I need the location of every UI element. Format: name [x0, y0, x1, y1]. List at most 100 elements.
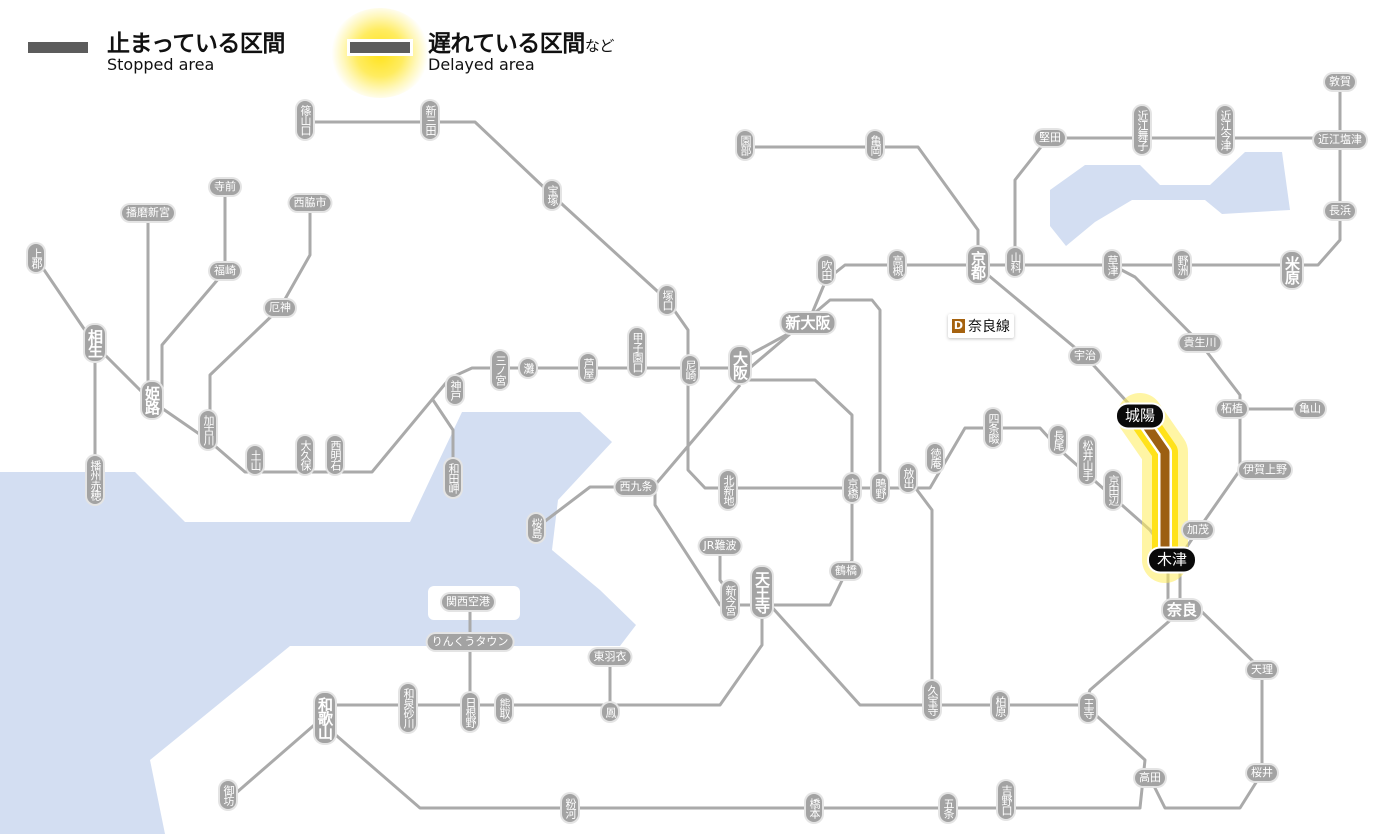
station-15[interactable]: 姫路: [142, 382, 162, 418]
station-34[interactable]: 近江今津: [1217, 106, 1233, 154]
station-82[interactable]: 五条: [940, 794, 956, 822]
nara-line-delayed[interactable]: [1136, 413, 1170, 560]
station-70[interactable]: 天王寺: [752, 567, 772, 617]
wakayama-line[interactable]: [329, 706, 1147, 810]
station-13[interactable]: 土山: [247, 446, 263, 474]
station-19[interactable]: 播磨新宮: [122, 205, 174, 221]
station-39[interactable]: 草津: [1104, 251, 1120, 279]
delayed-section[interactable]: [1117, 393, 1188, 583]
station-80[interactable]: 粉河: [562, 794, 578, 822]
station-26[interactable]: 吹田: [818, 256, 834, 284]
station-83[interactable]: 吉野口: [998, 781, 1014, 819]
station-9[interactable]: 神戸: [447, 376, 463, 404]
station-2[interactable]: 宝塚: [544, 181, 560, 209]
station-64[interactable]: 北新地: [720, 471, 736, 509]
station-66[interactable]: 桜島: [528, 514, 544, 542]
station-56[interactable]: 四条畷: [985, 409, 1001, 447]
station-1[interactable]: 新三田: [422, 101, 438, 139]
sakurai-line[interactable]: [1148, 608, 1264, 810]
station-28[interactable]: 京都: [968, 247, 988, 283]
nara-line-north[interactable]: [987, 273, 1142, 418]
station-37[interactable]: 長浜: [1325, 203, 1355, 219]
station-20[interactable]: 寺前: [210, 179, 240, 195]
bantan-line[interactable]: [160, 187, 227, 400]
station-35[interactable]: 近江塩津: [1314, 132, 1366, 148]
station-59[interactable]: 京田辺: [1105, 471, 1121, 509]
kinokuni-line[interactable]: [227, 718, 321, 802]
station-42[interactable]: 柘植: [1217, 401, 1247, 417]
station-16[interactable]: 相生: [85, 325, 105, 361]
station-43[interactable]: 亀山: [1295, 401, 1325, 417]
station-12[interactable]: 大久保: [297, 436, 313, 474]
kosei-line[interactable]: [1013, 136, 1340, 265]
station-4[interactable]: 尼崎: [682, 356, 698, 384]
station-36[interactable]: 敦賀: [1325, 74, 1355, 90]
station-14[interactable]: 加古川: [200, 411, 216, 449]
station-8[interactable]: 三ノ宮: [492, 351, 508, 389]
station-71[interactable]: 関西空港: [442, 594, 494, 610]
station-3[interactable]: 塚口: [659, 286, 675, 314]
station-65[interactable]: 西九条: [615, 479, 657, 495]
station-23[interactable]: 厄神: [265, 300, 295, 316]
sanyo-kobe-line[interactable]: [34, 257, 740, 474]
station-51[interactable]: 桜井: [1247, 765, 1277, 781]
station-53[interactable]: 王寺: [1080, 694, 1096, 722]
station-77[interactable]: 和泉砂川: [400, 684, 416, 732]
station-29[interactable]: 山科: [1007, 248, 1023, 276]
station-49[interactable]: 奈良: [1162, 600, 1202, 620]
sagano-line[interactable]: [745, 145, 980, 265]
station-60[interactable]: 徳庵: [927, 444, 943, 472]
station-76[interactable]: 日根野: [462, 693, 478, 731]
station-63[interactable]: 京橋: [844, 474, 860, 502]
station-72[interactable]: りんくうタウン: [427, 634, 513, 650]
yamatoji-line[interactable]: [768, 603, 1183, 707]
station-44[interactable]: 伊賀上野: [1239, 462, 1291, 478]
station-10[interactable]: 和田岬: [445, 459, 461, 497]
station-46[interactable]: 宇治: [1070, 348, 1100, 364]
station-40[interactable]: 野洲: [1174, 251, 1190, 279]
station-79[interactable]: 御坊: [220, 781, 236, 809]
station-73[interactable]: 東羽衣: [589, 649, 631, 665]
station-25[interactable]: 新大阪: [781, 313, 835, 333]
station-24[interactable]: 大阪: [730, 347, 750, 383]
station-58[interactable]: 松井山手: [1079, 436, 1095, 484]
station-61[interactable]: 放出: [900, 464, 916, 492]
fukuchiyama-line[interactable]: [305, 120, 690, 368]
nara-line-label[interactable]: D 奈良線: [948, 314, 1014, 338]
station-32[interactable]: 堅田: [1035, 130, 1065, 146]
station-41[interactable]: 貴生川: [1179, 335, 1221, 351]
station-67[interactable]: 鶴橋: [831, 563, 861, 579]
station-22[interactable]: 西脇市: [289, 195, 331, 211]
station-69[interactable]: 新今宮: [722, 581, 738, 619]
station-62[interactable]: 鴫野: [872, 474, 888, 502]
station-delayed-47[interactable]: 城陽: [1116, 404, 1164, 428]
station-54[interactable]: 柏原: [992, 692, 1008, 720]
station-17[interactable]: 上郡: [28, 244, 44, 272]
station-7[interactable]: 灘: [520, 359, 536, 377]
tozai-line[interactable]: [686, 368, 930, 490]
station-81[interactable]: 橋本: [806, 794, 822, 822]
station-11[interactable]: 西明石: [327, 436, 343, 474]
station-27[interactable]: 高槻: [889, 251, 905, 279]
station-30[interactable]: 園部: [737, 131, 753, 159]
station-45[interactable]: 加茂: [1183, 522, 1213, 538]
station-68[interactable]: JR難波: [699, 538, 741, 554]
station-0[interactable]: 篠山口: [297, 101, 313, 139]
station-delayed-48[interactable]: 木津: [1148, 548, 1196, 572]
station-52[interactable]: 高田: [1135, 770, 1165, 786]
station-74[interactable]: 鳳: [602, 703, 618, 721]
station-21[interactable]: 福崎: [210, 263, 240, 279]
station-33[interactable]: 近江舞子: [1134, 106, 1150, 154]
hanwa-line[interactable]: [325, 600, 764, 707]
station-75[interactable]: 熊取: [496, 694, 512, 722]
station-78[interactable]: 和歌山: [315, 693, 335, 743]
station-5[interactable]: 甲子園口: [629, 328, 645, 376]
station-6[interactable]: 芦屋: [580, 354, 596, 382]
station-38[interactable]: 米原: [1282, 252, 1302, 288]
station-18[interactable]: 播州赤穂: [87, 456, 103, 504]
station-55[interactable]: 久宝寺: [924, 681, 940, 719]
station-50[interactable]: 天理: [1247, 662, 1277, 678]
osaka-higashi-south[interactable]: [906, 477, 934, 700]
gakkentoshi-line[interactable]: [908, 426, 1174, 561]
station-31[interactable]: 亀岡: [867, 131, 883, 159]
